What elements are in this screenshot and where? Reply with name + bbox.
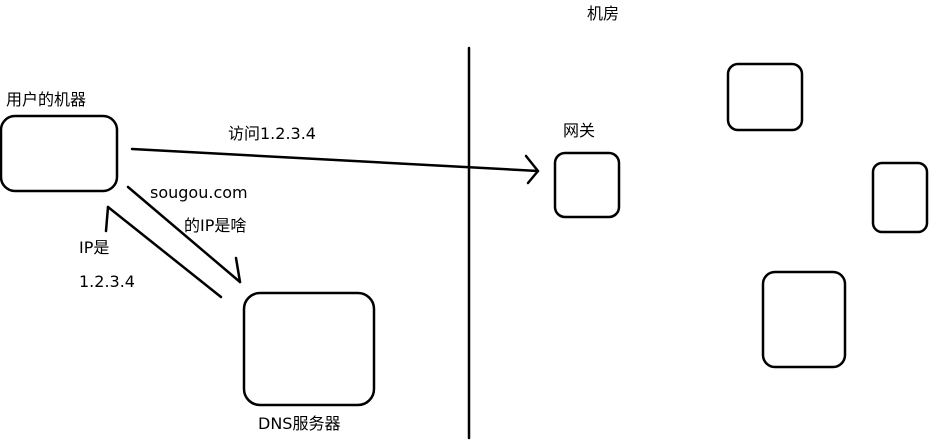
server-box-bottom xyxy=(761,270,847,369)
dns-query-label-line1: sougou.com xyxy=(150,183,248,202)
user-machine-label: 用户的机器 xyxy=(6,90,87,109)
visit-request-label: 访问1.2.3.4 xyxy=(228,124,316,143)
dns-query-label-line2: 的IP是啥 xyxy=(184,216,247,235)
server-box-top xyxy=(726,62,804,132)
dns-reply-arrow xyxy=(104,205,223,299)
dns-server-label: DNS服务器 xyxy=(258,414,341,433)
machine-room-label: 机房 xyxy=(587,4,620,23)
dns-query-arrow xyxy=(126,185,242,284)
dns-reply-label-line2: 1.2.3.4 xyxy=(79,272,135,291)
user-machine-box xyxy=(0,114,119,193)
dns-reply-label-line1: IP是 xyxy=(79,238,110,257)
gateway-box xyxy=(553,151,621,219)
server-box-right xyxy=(871,161,929,234)
dns-server-box xyxy=(242,291,376,407)
visit-request-arrow xyxy=(130,147,540,185)
gateway-label: 网关 xyxy=(563,121,596,140)
